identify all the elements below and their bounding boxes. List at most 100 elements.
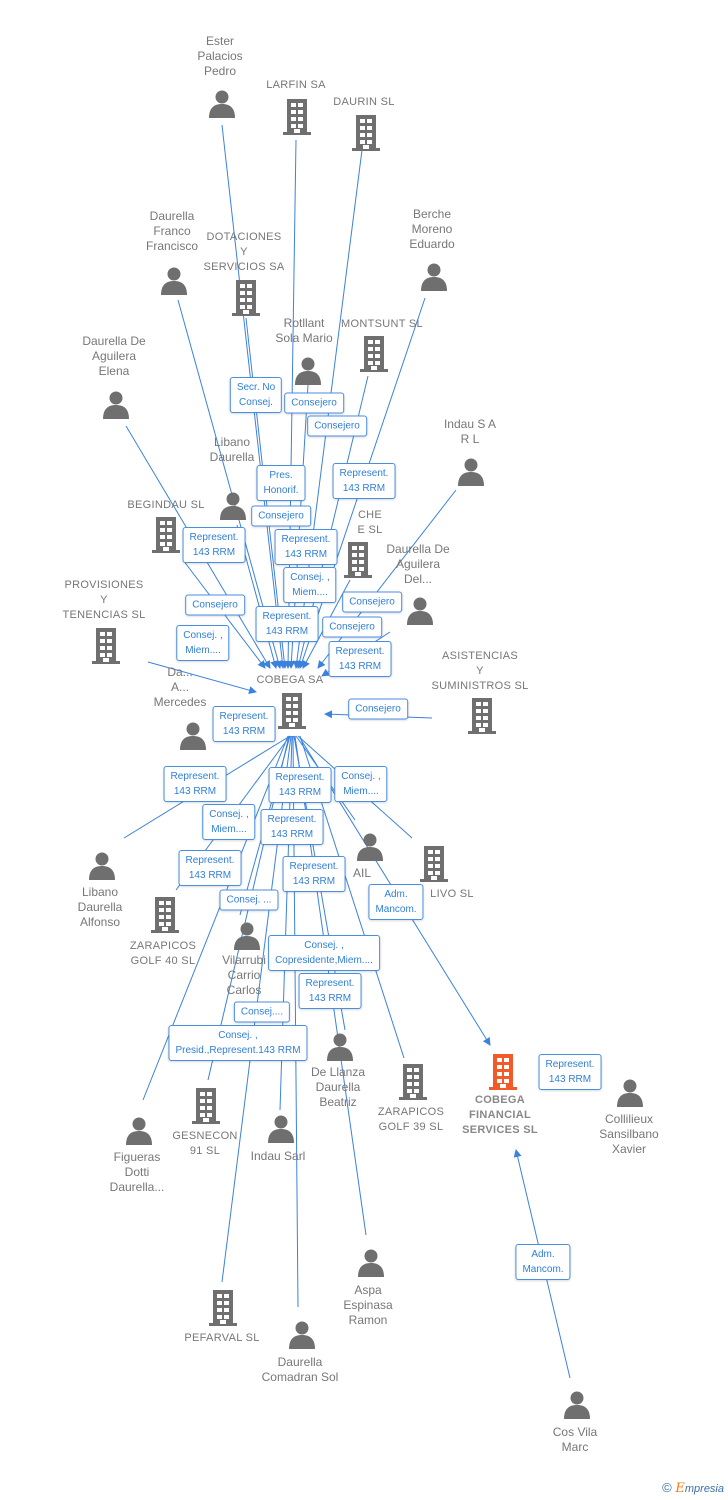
person-icon[interactable] — [405, 595, 435, 625]
edge-role-label[interactable]: Represent.143 RRM — [332, 463, 396, 499]
node-label-pefarval[interactable]: PEFARVAL SL — [184, 1331, 259, 1346]
building-icon[interactable] — [360, 336, 388, 372]
person-icon[interactable] — [101, 389, 131, 419]
node-label-begindau[interactable]: BEGINDAU SL — [127, 498, 204, 513]
person-icon[interactable] — [356, 1247, 386, 1277]
edge-role-label[interactable]: Represent.143 RRM — [328, 641, 392, 677]
edge-role-label[interactable]: Represent.143 RRM — [212, 706, 276, 742]
person-icon[interactable] — [124, 1115, 154, 1145]
edge-role-label[interactable]: Consej. ,Miem.... — [334, 766, 388, 802]
edge-role-label[interactable]: Represent.143 RRM — [260, 809, 324, 845]
building-icon[interactable] — [278, 693, 306, 729]
person-icon[interactable] — [419, 261, 449, 291]
edge-role-label[interactable]: Consejero — [322, 616, 382, 638]
node-label-cobega[interactable]: COBEGA SA — [257, 673, 324, 688]
building-icon[interactable] — [151, 897, 179, 933]
building-icon[interactable] — [420, 846, 448, 882]
person-icon[interactable] — [562, 1389, 592, 1419]
edge-role-label[interactable]: Consejero — [307, 415, 367, 437]
edge-role-label[interactable]: Consej. ,Miem.... — [283, 567, 337, 603]
building-icon[interactable] — [399, 1064, 427, 1100]
building-icon[interactable] — [352, 115, 380, 151]
building-icon[interactable] — [489, 1054, 517, 1090]
building-icon[interactable] — [192, 1088, 220, 1124]
edge-role-label[interactable]: Represent.143 RRM — [178, 850, 242, 886]
node-label-ail[interactable]: AIL — [353, 866, 371, 881]
node-label-daurin[interactable]: DAURIN SL — [333, 95, 394, 110]
building-icon[interactable] — [468, 698, 496, 734]
edge-role-label[interactable]: Represent.143 RRM — [182, 527, 246, 563]
person-icon[interactable] — [456, 456, 486, 486]
edge-role-label[interactable]: Pres.Honorif. — [256, 465, 306, 501]
edge-role-label[interactable]: Consejero — [348, 698, 408, 720]
node-label-livo[interactable]: LIVO SL — [430, 887, 474, 902]
edge-role-label[interactable]: Consej.... — [233, 1001, 291, 1023]
edge-role-label[interactable]: Represent.143 RRM — [268, 767, 332, 803]
edge-role-label[interactable]: Consej. ,Miem.... — [176, 625, 230, 661]
person-icon[interactable] — [355, 831, 385, 861]
node-label-montsunt[interactable]: MONTSUNT SL — [341, 317, 423, 332]
person-icon[interactable] — [287, 1319, 317, 1349]
node-label-indausarl[interactable]: Indau Sarl — [251, 1149, 306, 1164]
person-icon[interactable] — [615, 1077, 645, 1107]
edge-role-label[interactable]: Consejero — [342, 591, 402, 613]
edge-role-label[interactable]: Consejero — [251, 505, 311, 527]
edge-role-label[interactable]: Consejero — [185, 594, 245, 616]
edge-role-label[interactable]: Adm.Mancom. — [515, 1244, 571, 1280]
edge-role-label[interactable]: Consej. ,Copresidente,Miem.... — [268, 935, 380, 971]
building-icon[interactable] — [92, 628, 120, 664]
edge-role-label[interactable]: Adm.Mancom. — [368, 884, 424, 920]
node-label-mercedes[interactable]: Da...A...Mercedes — [154, 665, 207, 710]
edge-role-label[interactable]: Consej. ... — [219, 889, 279, 911]
person-icon[interactable] — [218, 490, 248, 520]
person-icon[interactable] — [232, 920, 262, 950]
building-icon[interactable] — [152, 517, 180, 553]
person-icon[interactable] — [266, 1113, 296, 1143]
edge-role-label[interactable]: Represent.143 RRM — [274, 529, 338, 565]
building-icon[interactable] — [209, 1290, 237, 1326]
building-icon[interactable] — [344, 542, 372, 578]
building-icon[interactable] — [232, 280, 260, 316]
person-icon[interactable] — [87, 850, 117, 880]
person-icon[interactable] — [293, 355, 323, 385]
person-icon[interactable] — [207, 88, 237, 118]
edge-role-label[interactable]: Represent.143 RRM — [163, 766, 227, 802]
node-label-larfin[interactable]: LARFIN SA — [266, 78, 326, 93]
edge-role-label[interactable]: Represent.143 RRM — [538, 1054, 602, 1090]
edge-role-label[interactable]: Represent.143 RRM — [282, 856, 346, 892]
edge-role-label[interactable]: Consejero — [284, 392, 344, 414]
building-icon[interactable] — [283, 99, 311, 135]
edge-role-label[interactable]: Represent.143 RRM — [255, 606, 319, 642]
edge-role-label[interactable]: Consej. ,Presid.,Represent.143 RRM — [168, 1025, 308, 1061]
person-icon[interactable] — [178, 720, 208, 750]
person-icon[interactable] — [159, 265, 189, 295]
person-icon[interactable] — [325, 1031, 355, 1061]
edge-role-label[interactable]: Consej. ,Miem.... — [202, 804, 256, 840]
edge-role-label[interactable]: Represent.143 RRM — [298, 973, 362, 1009]
